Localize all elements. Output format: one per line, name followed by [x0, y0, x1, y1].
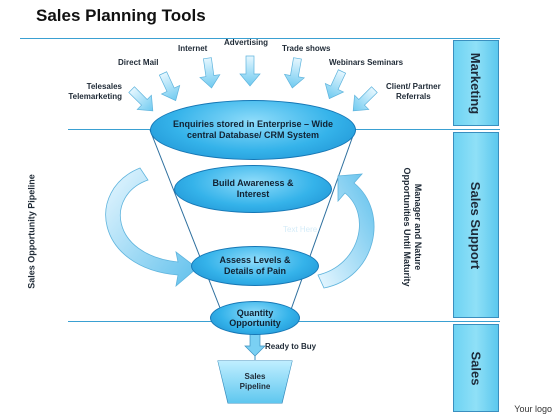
sales-pipeline: Sales Pipeline — [218, 361, 292, 403]
funnel-outline — [149, 129, 356, 319]
arrow-advertising-icon — [239, 55, 261, 87]
page-title: Sales Planning Tools — [36, 6, 206, 25]
arrow-telesales-icon — [128, 86, 154, 112]
left-vertical-label: Sales Opportunity Pipeline — [26, 174, 37, 289]
funnel-stage-opportunity-label: Quantity Opportunity — [229, 308, 281, 328]
placeholder-text: Text Here — [283, 225, 318, 234]
funnel-stage-awareness-label: Build Awareness & Interest — [212, 178, 294, 199]
ready-to-buy-label: Ready to Buy — [265, 342, 317, 351]
arrow-referrals-icon — [352, 86, 378, 112]
funnel-stage-assess-label: Assess Levels & Details of Pain — [219, 255, 291, 276]
funnel-stage-awareness: Build Awareness & Interest — [174, 165, 332, 213]
channel-internet: Internet — [178, 44, 208, 53]
funnel-stage-assess: Assess Levels & Details of Pain — [191, 246, 319, 286]
section-sales: Sales — [453, 324, 499, 412]
channel-referrals: Client/ Partner Referrals — [386, 82, 441, 101]
arrow-trade-shows-icon — [283, 57, 306, 89]
funnel-stage-enquiries-label: Enquiries stored in Enterprise – Wide ce… — [173, 119, 333, 140]
arrow-internet-icon — [199, 57, 221, 89]
channel-webinars: Webinars Seminars — [329, 58, 404, 67]
sales-pipeline-label: Sales Pipeline — [239, 372, 271, 391]
right-vertical-label: Manager and Nature Opportunities Until M… — [402, 167, 423, 287]
funnel-stage-opportunity: Quantity Opportunity — [210, 301, 300, 335]
left-curve-arrow-icon — [105, 167, 198, 288]
arrow-direct-mail-icon — [158, 71, 181, 102]
channel-arrows — [128, 55, 378, 112]
arrow-webinars-icon — [324, 69, 347, 100]
channel-advertising: Advertising — [224, 38, 269, 47]
footer-logo-text: Your logo — [514, 404, 552, 414]
band-divider-top — [20, 38, 500, 39]
ready-to-buy-arrow-icon — [244, 333, 266, 357]
right-curve-arrow-icon — [317, 173, 375, 289]
section-sales-support: Sales Support — [453, 132, 499, 318]
section-marketing: Marketing — [453, 40, 499, 126]
channel-telesales: Telesales Telemarketing — [68, 82, 122, 101]
funnel-stage-enquiries: Enquiries stored in Enterprise – Wide ce… — [150, 100, 356, 160]
channel-trade-shows: Trade shows — [282, 44, 331, 53]
channel-direct-mail: Direct Mail — [118, 58, 159, 67]
